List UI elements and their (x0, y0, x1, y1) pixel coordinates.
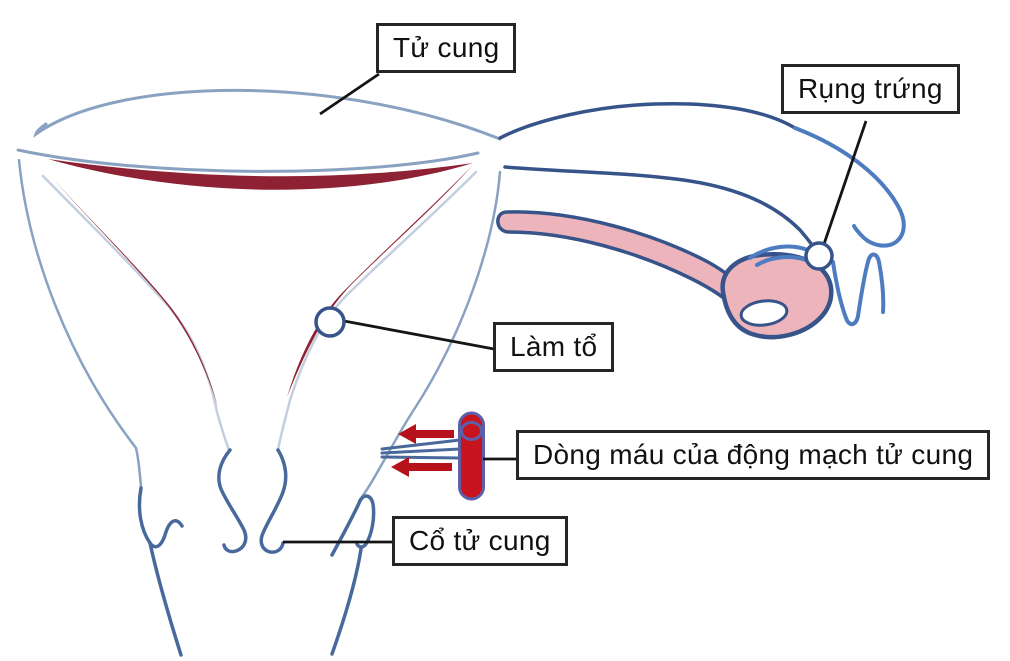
implantation-marker (314, 306, 346, 338)
blood-flow-arrow-top (398, 424, 454, 444)
cervical-canal-right (259, 448, 288, 554)
artery-vessel-line-1 (380, 438, 462, 451)
fornix-right (330, 494, 376, 557)
fimbria-outer-sweep (793, 126, 906, 248)
tube-lumen (496, 210, 750, 313)
label-ovulation: Rụng trứng (781, 64, 960, 115)
label-implantation: Làm tổ (493, 322, 615, 373)
blood-flow-arrow-bottom (391, 457, 452, 477)
uterus-fundus-lower-arc (16, 148, 480, 173)
cervical-canal-left (217, 448, 248, 554)
uterus-fundus-upper-arc (33, 88, 502, 141)
uterus-outer-wall-left (17, 158, 143, 489)
ovulation-marker (804, 241, 834, 271)
fallopian-tube-upper-outline (498, 101, 797, 140)
uterus-outer-wall-right (357, 170, 502, 503)
uterine-artery-capsule-top (460, 421, 483, 441)
inner-wall-echo-right (276, 170, 478, 452)
vaginal-wall-right (330, 547, 363, 656)
leader-ovulation (821, 120, 868, 248)
artery-vessel-line-2 (380, 447, 462, 455)
label-cervix: Cổ tử cung (392, 516, 568, 567)
endometrium-top-band (48, 159, 473, 190)
endometrium-right-band (287, 165, 473, 397)
label-uterus: Tử cung (376, 23, 517, 74)
fallopian-tube-lower-outline (503, 165, 816, 250)
leader-uterus (319, 72, 380, 116)
artery-vessel-line-3 (380, 455, 462, 460)
fimbria-squiggle (831, 252, 886, 327)
leader-implantation (343, 319, 495, 351)
inner-wall-echo-left (41, 174, 231, 452)
ovary-crest-arc-1 (748, 244, 812, 260)
fornix-left (137, 486, 184, 549)
egg (739, 299, 789, 327)
label-uterine-artery: Dòng máu của động mạch tử cung (516, 430, 991, 481)
ovary-crest-arc-2 (755, 255, 808, 267)
vaginal-wall-left (148, 541, 183, 657)
